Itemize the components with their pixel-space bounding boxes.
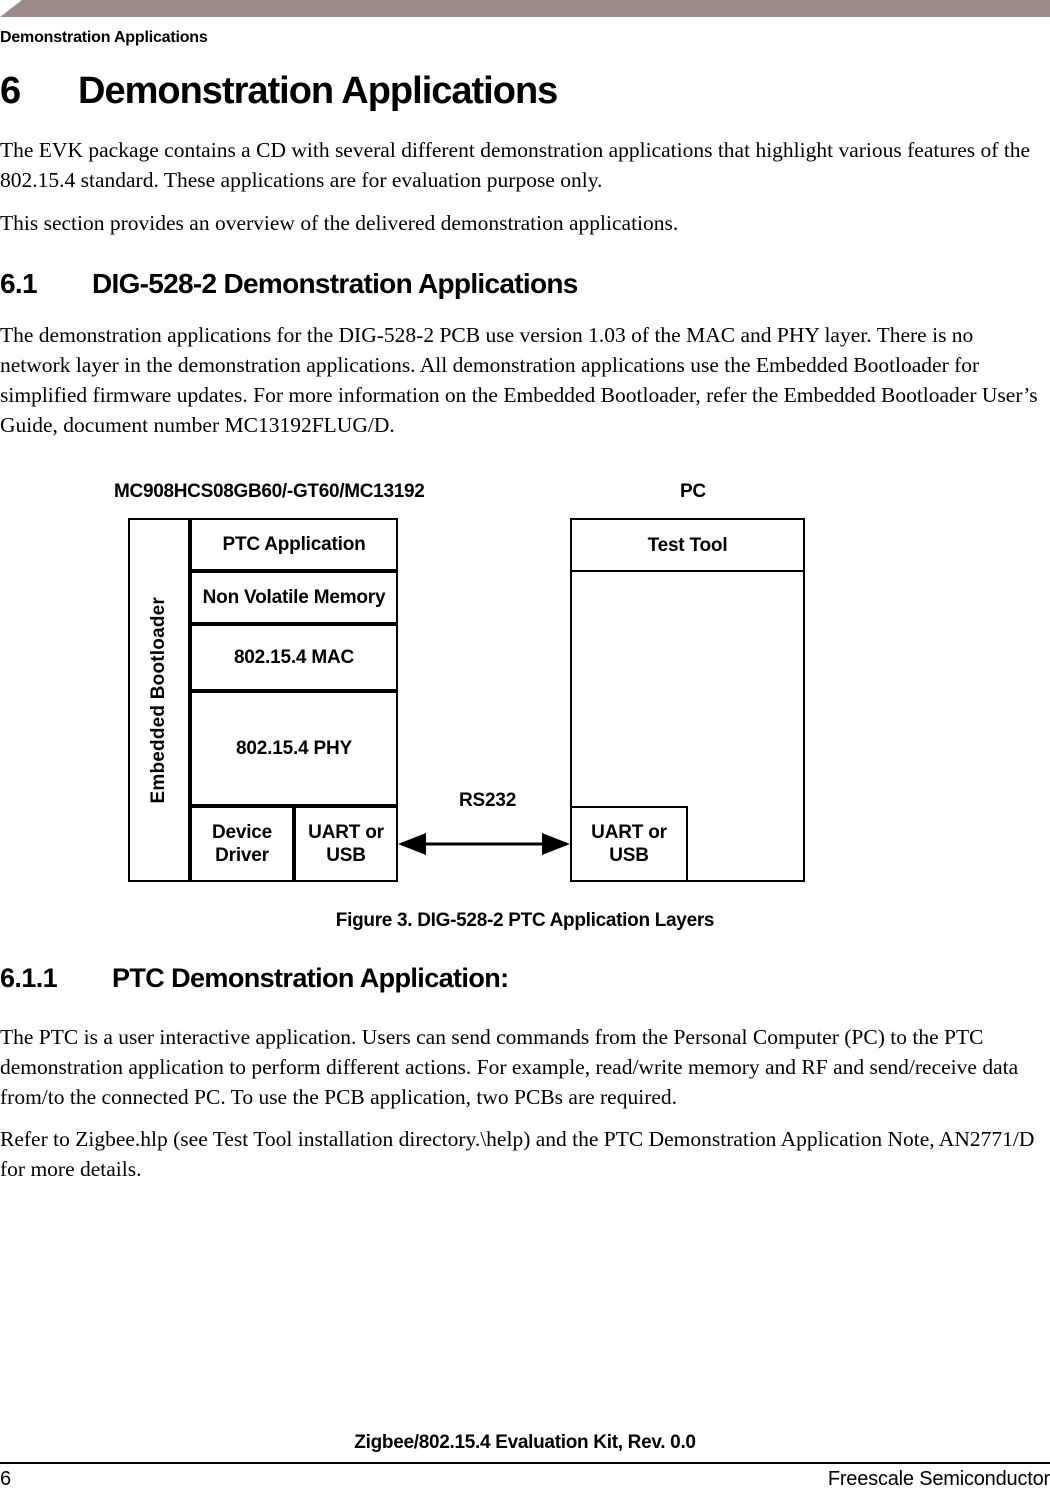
footer-divider: [0, 1462, 1050, 1464]
paragraph-intro-1: The EVK package contains a CD with sever…: [0, 138, 1031, 192]
layer-label: 802.15.4 MAC: [233, 647, 355, 668]
pc-box-test-tool: Test Tool: [570, 518, 805, 572]
embedded-bootloader-column: Embedded Bootloader: [128, 518, 190, 882]
section-heading-6-1-1: 6.1.1 PTC Demonstration Application:: [0, 963, 509, 994]
running-head: Demonstration Applications: [0, 29, 208, 46]
pc-label: Test Tool: [647, 534, 728, 556]
section-number: 6.1: [0, 268, 38, 299]
paragraph-6-1: The demonstration applications for the D…: [0, 323, 1038, 437]
figure-caption: Figure 3. DIG-528-2 PTC Application Laye…: [335, 910, 715, 931]
section-title: PTC Demonstration Application:: [112, 963, 509, 993]
paragraph-6-1-1-b: Refer to Zigbee.hlp (see Test Tool insta…: [0, 1127, 1035, 1181]
layer-label: 802.15.4 PHY: [236, 738, 352, 759]
figure-pc-label: PC: [680, 481, 706, 502]
layer-box-ptc-application: PTC Application: [190, 518, 398, 571]
paragraph-intro-2: This section provides an overview of the…: [0, 211, 679, 235]
layer-label: Non Volatile Memory: [202, 587, 386, 608]
header-accent-band: [0, 0, 1050, 17]
figure-device-label: MC908HCS08GB60/-GT60/MC13192: [114, 481, 425, 502]
embedded-bootloader-label: Embedded Bootloader: [148, 596, 169, 804]
layer-box-802-15-4-phy: 802.15.4 PHY: [190, 691, 398, 806]
section-number: 6: [0, 70, 21, 112]
footer-document-title: Zigbee/802.15.4 Evaluation Kit, Rev. 0.0: [354, 1432, 696, 1453]
footer-company-name: Freescale Semiconductor: [827, 1468, 1050, 1490]
page-title: 6 Demonstration Applications: [0, 70, 558, 113]
footer-page-number: 6: [0, 1468, 12, 1490]
section-title: Demonstration Applications: [78, 70, 558, 112]
section-title: DIG-528-2 Demonstration Applications: [92, 268, 578, 299]
figure-ptc-application-layers: MC908HCS08GB60/-GT60/MC13192 PC Embedded…: [0, 470, 1050, 940]
rs232-bidirectional-arrow: [398, 833, 570, 855]
layer-box-802-15-4-mac: 802.15.4 MAC: [190, 624, 398, 691]
layer-label: PTC Application: [222, 534, 366, 555]
paragraph-6-1-1-a: The PTC is a user interactive applicatio…: [0, 1025, 1019, 1109]
link-label-rs232: RS232: [459, 790, 517, 811]
section-number: 6.1.1: [0, 963, 58, 993]
layer-box-non-volatile-memory: Non Volatile Memory: [190, 571, 398, 624]
section-heading-6-1: 6.1 DIG-528-2 Demonstration Applications: [0, 268, 578, 300]
